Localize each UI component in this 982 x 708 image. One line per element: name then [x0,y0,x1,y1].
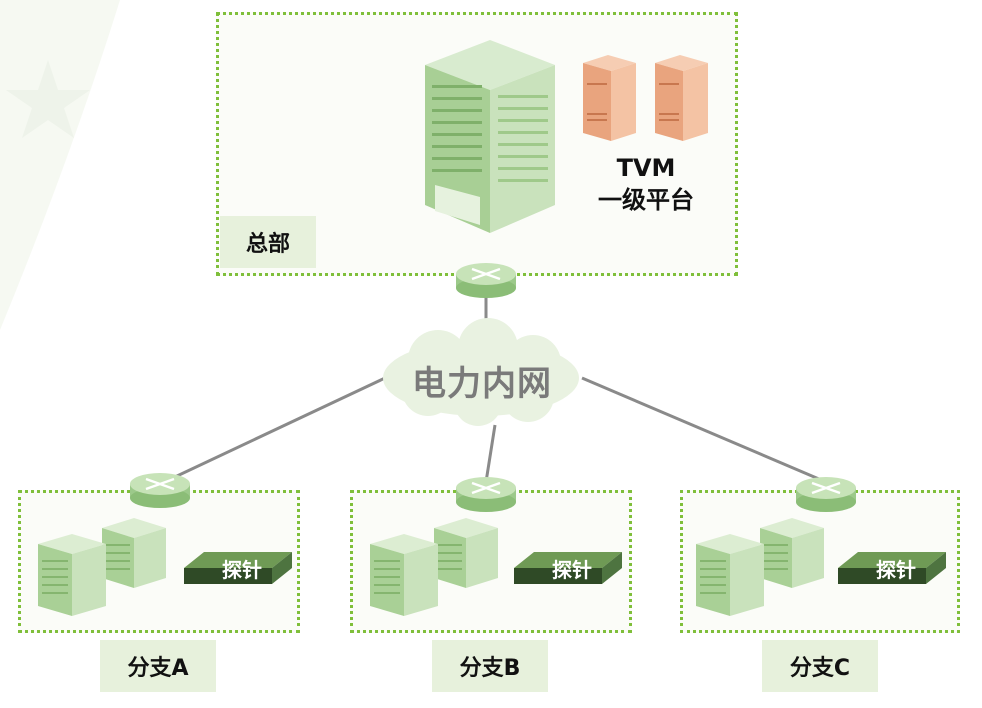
branch-b-label: 分支B [432,640,548,692]
branch-a-label: 分支A [100,640,216,692]
link-branch-a [159,376,386,486]
probe-label: 探针 [552,558,592,582]
link-branch-b [484,424,497,483]
router-icon [456,477,516,512]
probe-device-icon [514,552,622,584]
router-icon [796,477,856,512]
server-icon [655,55,708,141]
router-icon [456,263,516,298]
network-label: 电力内网 [412,364,552,404]
link-branch-c [581,376,827,484]
probe-label: 探针 [876,558,916,582]
headquarters-label: 总部 [220,216,316,268]
cloud-icon [383,318,579,426]
platform-label-line1: TVM [616,154,676,182]
platform-label-line2: 一级平台 [598,186,694,214]
router-icon [130,473,190,508]
probe-device-icon [184,552,292,584]
probe-device-icon [838,552,946,584]
branch-building-icon [696,518,824,616]
hq-building-icon [425,40,555,233]
branch-building-icon [38,518,166,616]
probe-label: 探针 [222,558,262,582]
platform-label: TVM 一级平台 [588,152,704,216]
branch-c-label: 分支C [762,640,878,692]
branch-building-icon [370,518,498,616]
server-icon [583,55,636,141]
star-icon [6,60,90,138]
